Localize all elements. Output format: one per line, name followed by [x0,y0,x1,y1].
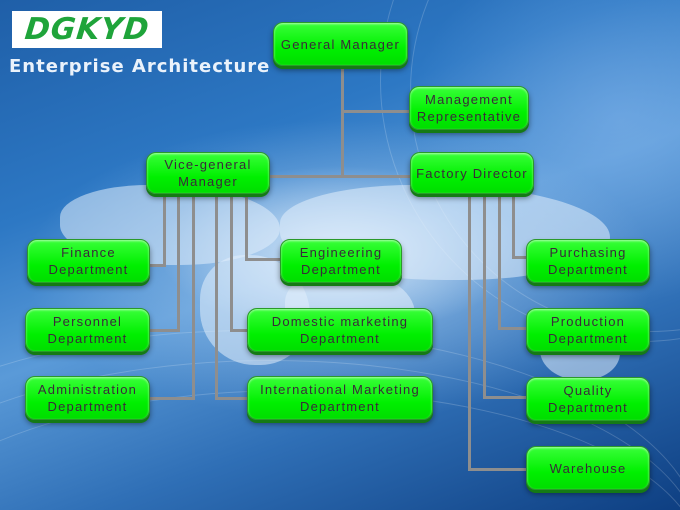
connector-line [245,194,248,260]
connector-line [150,264,166,267]
connector-line [177,194,180,332]
connector-line [230,194,233,332]
node-personnel-department[interactable]: Personnel Department [25,308,150,352]
connector-line [512,194,515,259]
node-general-manager[interactable]: General Manager [273,22,408,66]
node-engineering-department[interactable]: Engineering Department [280,239,402,283]
connector-line [512,256,528,259]
connector-line [468,194,471,471]
connector-line [215,194,218,400]
connector-line [150,397,195,400]
node-production-department[interactable]: Production Department [526,308,650,352]
connector-line [483,194,486,399]
node-vice-general-manager[interactable]: Vice-general Manager [146,152,270,194]
node-international-marketing-department[interactable]: International Marketing Department [247,376,433,420]
node-finance-department[interactable]: Finance Department [27,239,150,283]
connector-line [498,327,528,330]
logo: DGKYD [12,11,162,48]
connector-line [341,110,411,113]
connector-line [230,329,250,332]
connector-line [163,194,166,267]
connector-line [498,194,501,330]
connector-line [483,396,528,399]
connector-line [270,175,412,178]
connector-line [341,66,344,178]
node-management-representative[interactable]: Management Representative [409,86,529,130]
node-quality-department[interactable]: Quality Department [526,377,650,421]
node-warehouse[interactable]: Warehouse [526,446,650,490]
logo-text: DGKYD [22,12,152,47]
node-purchasing-department[interactable]: Purchasing Department [526,239,650,283]
connector-line [192,194,195,400]
page-title: Enterprise Architecture [9,56,271,77]
connector-line [245,258,281,261]
connector-line [468,468,528,471]
node-administration-department[interactable]: Administration Department [25,376,150,420]
node-factory-director[interactable]: Factory Director [410,152,534,194]
node-domestic-marketing-department[interactable]: Domestic marketing Department [247,308,433,352]
connector-line [215,397,250,400]
connector-line [150,329,180,332]
